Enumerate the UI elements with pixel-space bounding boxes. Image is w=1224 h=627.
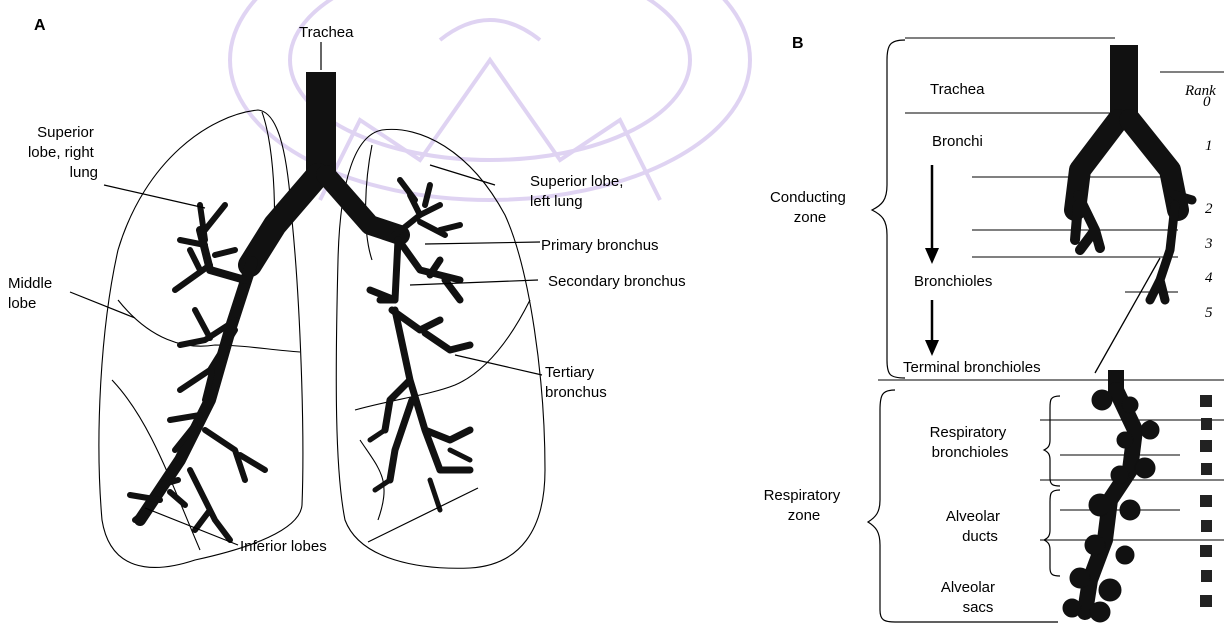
label-tertiary-bronchus: Tertiary bronchus [545,364,607,401]
rank-illegible-marks [1200,395,1212,607]
respiratory-bronchioles-bracket [1044,396,1060,486]
panel-b: B [764,35,1224,622]
label-alveolar-sacs: Alveolar sacs [941,579,999,616]
label-inferior-lobes: Inferior lobes [240,538,327,555]
label-superior-right: Superior lobe, right lung [28,124,98,181]
rank-2: 2 [1205,201,1213,217]
label-respiratory-zone: Respiratory zone [764,487,845,524]
rank-4: 4 [1205,270,1213,286]
arrows [925,165,1160,373]
label-alveolar-ducts: Alveolar ducts [946,508,1004,545]
label-middle-lobe: Middle lobe [8,275,56,312]
conducting-zone-brace [872,40,905,378]
left-lung-outline [336,129,545,568]
rank-1: 1 [1205,138,1213,154]
bronchial-tree-a [130,72,470,540]
panel-a: A [8,17,686,568]
rank-header: Rank [1184,83,1216,99]
label-bronchioles: Bronchioles [914,273,992,290]
panel-a-letter: A [34,17,46,34]
rank-3: 3 [1204,236,1213,252]
label-trachea-a: Trachea [299,24,354,41]
rank-0: 0 [1203,94,1211,110]
bronchial-tree-b [1075,45,1192,300]
alveolar-ducts-bracket [1044,490,1060,576]
label-respiratory-bronchioles: Respiratory bronchioles [930,424,1011,461]
label-terminal-bronchioles: Terminal bronchioles [903,359,1041,376]
respiratory-tree [1063,370,1159,622]
label-bronchi: Bronchi [932,133,983,150]
panel-b-letter: B [792,35,804,52]
label-conducting-zone: Conducting zone [770,189,850,226]
rank-5: 5 [1205,305,1213,321]
label-secondary-bronchus: Secondary bronchus [548,273,686,290]
label-primary-bronchus: Primary bronchus [541,237,659,254]
label-trachea-b: Trachea [930,81,985,98]
